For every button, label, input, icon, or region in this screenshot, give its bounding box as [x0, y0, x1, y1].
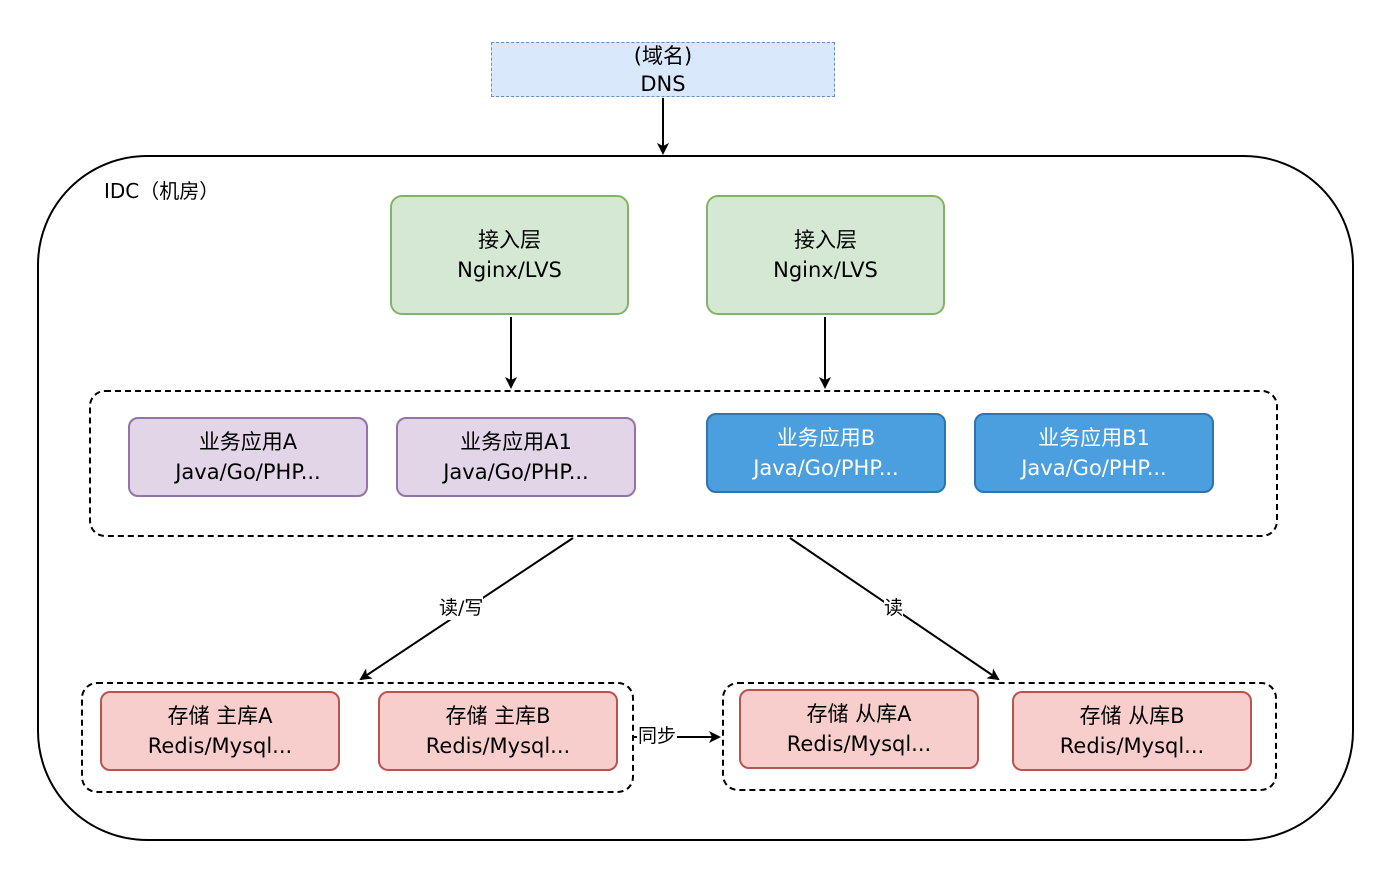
storage-subtitle: Redis/Mysql...: [425, 734, 571, 758]
edge-label-read: 读: [884, 596, 904, 620]
app-subtitle: Java/Go/PHP...: [1021, 456, 1167, 480]
storage-slave-b-node: 存储 从库B Redis/Mysql...: [1012, 691, 1252, 771]
business-app-b-node: 业务应用B Java/Go/PHP...: [706, 413, 946, 493]
app-title: 业务应用A: [198, 430, 298, 454]
access-layer-node-2: 接入层 Nginx/LVS: [706, 195, 945, 315]
app-title: 业务应用A1: [460, 430, 572, 454]
access-layer-title: 接入层: [794, 228, 857, 252]
storage-title: 存储 从库B: [1079, 704, 1185, 728]
app-title: 业务应用B: [776, 426, 876, 450]
storage-subtitle: Redis/Mysql...: [1059, 734, 1205, 758]
access-layer-title: 接入层: [478, 228, 541, 252]
storage-master-group: [81, 682, 634, 793]
app-subtitle: Java/Go/PHP...: [753, 456, 899, 480]
access-layer-subtitle: Nginx/LVS: [773, 258, 878, 282]
dns-line1: (域名): [633, 43, 693, 68]
business-app-a1-node: 业务应用A1 Java/Go/PHP...: [396, 417, 636, 497]
business-app-b1-node: 业务应用B1 Java/Go/PHP...: [974, 413, 1214, 493]
storage-subtitle: Redis/Mysql...: [786, 732, 932, 756]
storage-slave-a-node: 存储 从库A Redis/Mysql...: [739, 689, 979, 769]
business-app-group: [89, 390, 1278, 537]
app-title: 业务应用B1: [1038, 426, 1150, 450]
storage-master-b-node: 存储 主库B Redis/Mysql...: [378, 691, 618, 771]
storage-title: 存储 主库B: [445, 704, 551, 728]
storage-subtitle: Redis/Mysql...: [147, 734, 293, 758]
access-layer-node-1: 接入层 Nginx/LVS: [390, 195, 629, 315]
storage-slave-group: [722, 682, 1277, 791]
dns-node: (域名) DNS: [491, 42, 835, 97]
access-layer-subtitle: Nginx/LVS: [457, 258, 562, 282]
storage-master-a-node: 存储 主库A Redis/Mysql...: [100, 691, 340, 771]
edge-label-read-write: 读/写: [439, 596, 484, 620]
business-app-a-node: 业务应用A Java/Go/PHP...: [128, 417, 368, 497]
app-subtitle: Java/Go/PHP...: [443, 460, 589, 484]
storage-title: 存储 从库A: [806, 702, 912, 726]
edge-label-sync: 同步: [637, 724, 678, 748]
app-subtitle: Java/Go/PHP...: [175, 460, 321, 484]
dns-line2: DNS: [640, 71, 686, 96]
storage-title: 存储 主库A: [167, 704, 273, 728]
idc-label: IDC（机房）: [104, 179, 220, 203]
idc-container: [37, 155, 1354, 841]
